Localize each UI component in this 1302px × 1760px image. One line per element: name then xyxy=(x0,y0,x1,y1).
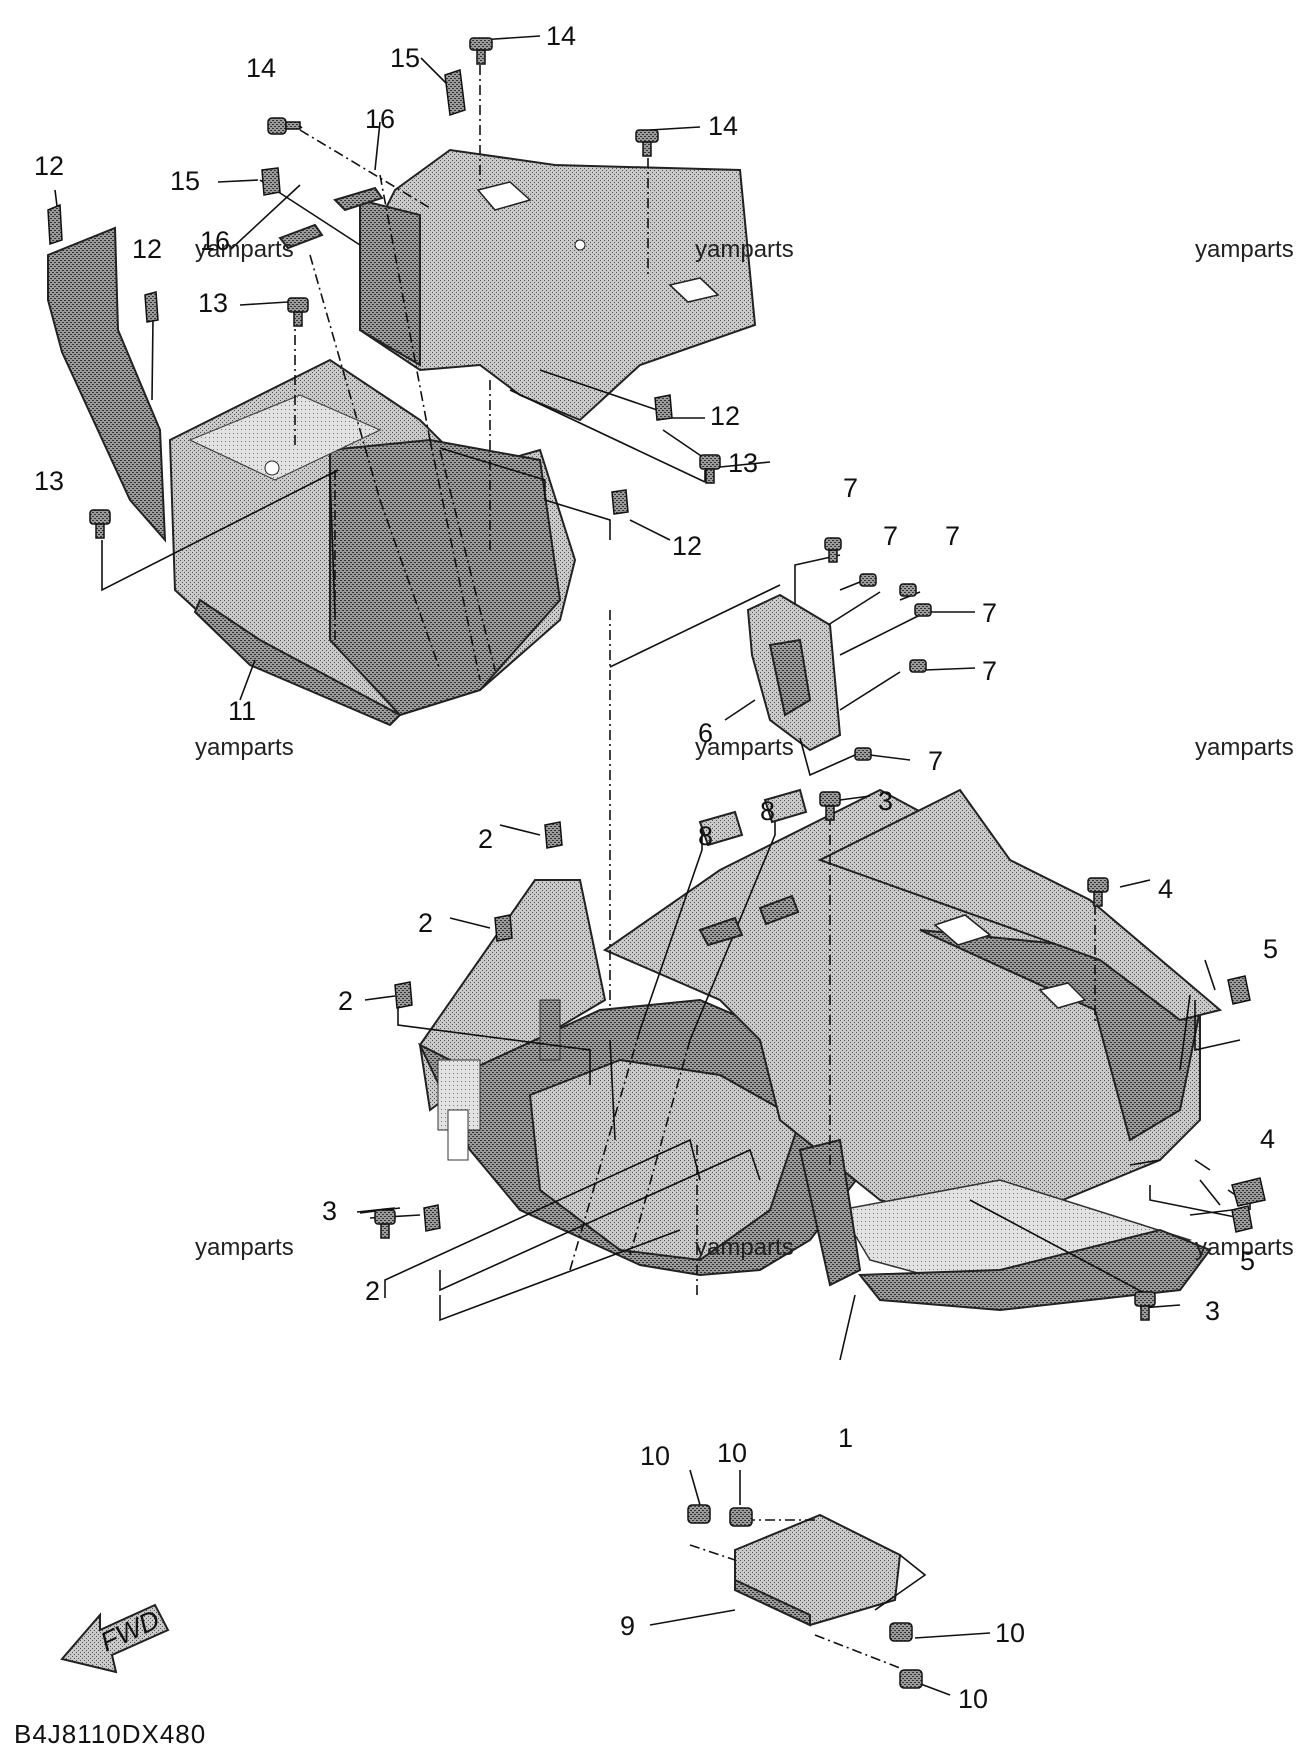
callout-15: 15 xyxy=(390,43,420,73)
lower-leader-lines xyxy=(356,584,1251,1361)
callouts: 1 2 2 2 2 3 3 3 4 4 5 5 6 7 7 7 7 7 7 8 … xyxy=(34,21,1278,1714)
watermarks: yamparts yamparts yamparts yamparts yamp… xyxy=(195,236,1294,1261)
watermark: yamparts xyxy=(195,1234,294,1261)
callout-14: 14 xyxy=(546,21,576,51)
callout-7: 7 xyxy=(928,746,943,776)
callout-14: 14 xyxy=(708,111,738,141)
callout-11: 11 xyxy=(228,696,256,726)
plate-part-9 xyxy=(649,1469,991,1696)
callout-7: 7 xyxy=(945,521,960,551)
callout-4: 4 xyxy=(1260,1124,1275,1154)
callout-5: 5 xyxy=(1240,1246,1255,1276)
callout-8: 8 xyxy=(760,796,775,826)
callout-3: 3 xyxy=(1205,1296,1220,1326)
callout-13: 13 xyxy=(198,288,228,318)
callout-10: 10 xyxy=(640,1441,670,1471)
callout-4: 4 xyxy=(1158,874,1173,904)
watermark: yamparts xyxy=(695,236,794,263)
callout-2: 2 xyxy=(478,824,493,854)
lower-compartment-part-1 xyxy=(417,788,1223,1312)
callout-12: 12 xyxy=(34,151,64,181)
pads-part-8 xyxy=(698,788,808,847)
callout-10: 10 xyxy=(995,1618,1025,1648)
callout-2: 2 xyxy=(418,908,433,938)
callout-10: 10 xyxy=(958,1684,988,1714)
callout-16: 16 xyxy=(365,104,395,134)
callout-10: 10 xyxy=(717,1438,747,1468)
watermark: yamparts xyxy=(195,236,294,263)
callout-12: 12 xyxy=(710,401,740,431)
diagram-code: B4J8110DX480 xyxy=(14,1719,206,1749)
upper-compartment-part-11 xyxy=(47,148,757,727)
watermark: yamparts xyxy=(1195,734,1294,761)
watermark: yamparts xyxy=(195,734,294,761)
callout-8: 8 xyxy=(698,821,713,851)
bracket-part-6 xyxy=(724,537,976,777)
callout-6: 6 xyxy=(698,718,713,748)
callout-7: 7 xyxy=(883,521,898,551)
upper-fasteners xyxy=(47,37,721,539)
callout-13: 13 xyxy=(34,466,64,496)
lower-fasteners xyxy=(374,791,1266,1321)
watermark: yamparts xyxy=(1195,1234,1294,1261)
upper-leader-lines xyxy=(54,35,771,701)
callout-1: 1 xyxy=(838,1423,853,1453)
callout-7: 7 xyxy=(982,656,997,686)
callout-13: 13 xyxy=(728,448,758,478)
callout-12: 12 xyxy=(672,531,702,561)
callout-14: 14 xyxy=(246,53,276,83)
watermark: yamparts xyxy=(1195,236,1294,263)
callout-7: 7 xyxy=(982,598,997,628)
callout-3: 3 xyxy=(878,786,893,816)
forward-arrow-icon: FWD xyxy=(60,1603,170,1674)
callout-2: 2 xyxy=(338,986,353,1016)
callout-15: 15 xyxy=(170,166,200,196)
callout-3: 3 xyxy=(322,1196,337,1226)
watermark: yamparts xyxy=(695,1234,794,1261)
callout-2: 2 xyxy=(365,1276,380,1306)
callout-16: 16 xyxy=(200,226,230,256)
watermark: yamparts xyxy=(695,734,794,761)
callout-12: 12 xyxy=(132,234,162,264)
callout-7: 7 xyxy=(843,473,858,503)
callout-9: 9 xyxy=(620,1611,635,1641)
callout-5: 5 xyxy=(1263,934,1278,964)
fwd-label: FWD xyxy=(96,1604,164,1657)
